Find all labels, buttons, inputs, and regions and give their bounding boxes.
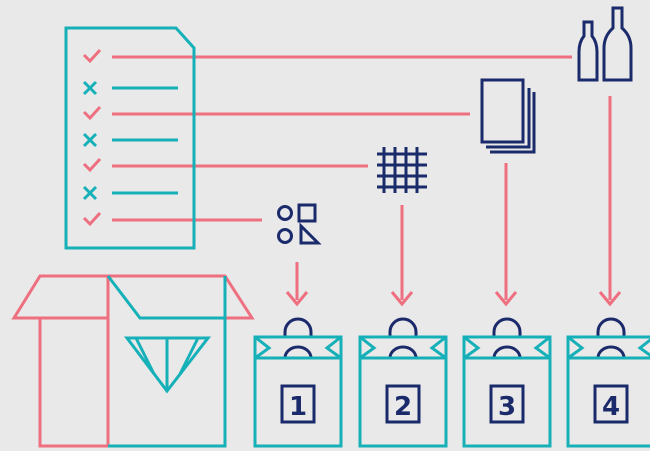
bin-number-box <box>593 384 629 424</box>
bin-number-box <box>489 384 525 424</box>
bin-2: 2 <box>358 317 448 448</box>
bin-number-label: 2 <box>394 392 412 422</box>
checklist-row <box>82 132 178 148</box>
bin-number-box <box>385 384 421 424</box>
bin-handle-inner <box>283 345 313 359</box>
checklist-row <box>82 80 178 96</box>
arrowhead-bin-4 <box>598 291 622 307</box>
check-icon <box>82 48 102 64</box>
bin-number-box <box>280 384 316 424</box>
bin-number-label: 3 <box>498 392 516 422</box>
open-box-icon <box>11 274 255 448</box>
document-outline <box>64 26 196 250</box>
bin-handle <box>596 317 626 337</box>
cross-icon <box>82 80 98 96</box>
bin-3: 3 <box>462 317 552 448</box>
checklist-document <box>64 26 196 250</box>
bin-body <box>566 335 650 448</box>
bin-number-label: 1 <box>289 392 307 422</box>
check-icon <box>82 211 102 227</box>
check-icon <box>82 105 102 121</box>
bin-handle-inner <box>596 345 626 359</box>
bin-handle <box>492 317 522 337</box>
bin-body <box>462 335 552 448</box>
bin-handle <box>388 317 418 337</box>
bins-group: 1 2 3 4 <box>253 317 650 448</box>
bin-4: 4 <box>566 317 650 448</box>
check-icon <box>82 157 102 173</box>
arrowhead-bin-2 <box>390 291 414 307</box>
checklist-row <box>82 185 178 201</box>
checklist-row <box>82 105 102 121</box>
bin-lid-folds <box>254 335 342 360</box>
bin-handle-inner <box>492 345 522 359</box>
bottles-icon <box>577 6 633 82</box>
box-left-panel <box>38 276 110 448</box>
connectors <box>112 55 622 307</box>
bin-number-label: 4 <box>602 392 620 422</box>
paper-stack-icon <box>480 78 536 154</box>
w-logo-inner <box>134 337 200 391</box>
checklist-row <box>82 48 102 64</box>
shapes-icon <box>277 203 322 245</box>
checklist-row <box>82 211 102 227</box>
arrowhead-bin-1 <box>285 291 309 307</box>
bin-body <box>253 335 343 448</box>
bin-lid-folds <box>567 335 650 360</box>
checklist-row <box>82 157 102 173</box>
bin-handle <box>283 317 313 337</box>
bin-1: 1 <box>253 317 343 448</box>
textile-grid-icon <box>377 147 427 193</box>
bin-body <box>358 335 448 448</box>
cross-icon <box>82 185 98 201</box>
bin-handle-inner <box>388 345 418 359</box>
bin-lid-folds <box>463 335 551 360</box>
cross-icon <box>82 132 98 148</box>
bin-lid-folds <box>359 335 447 360</box>
arrowhead-bin-3 <box>494 291 518 307</box>
